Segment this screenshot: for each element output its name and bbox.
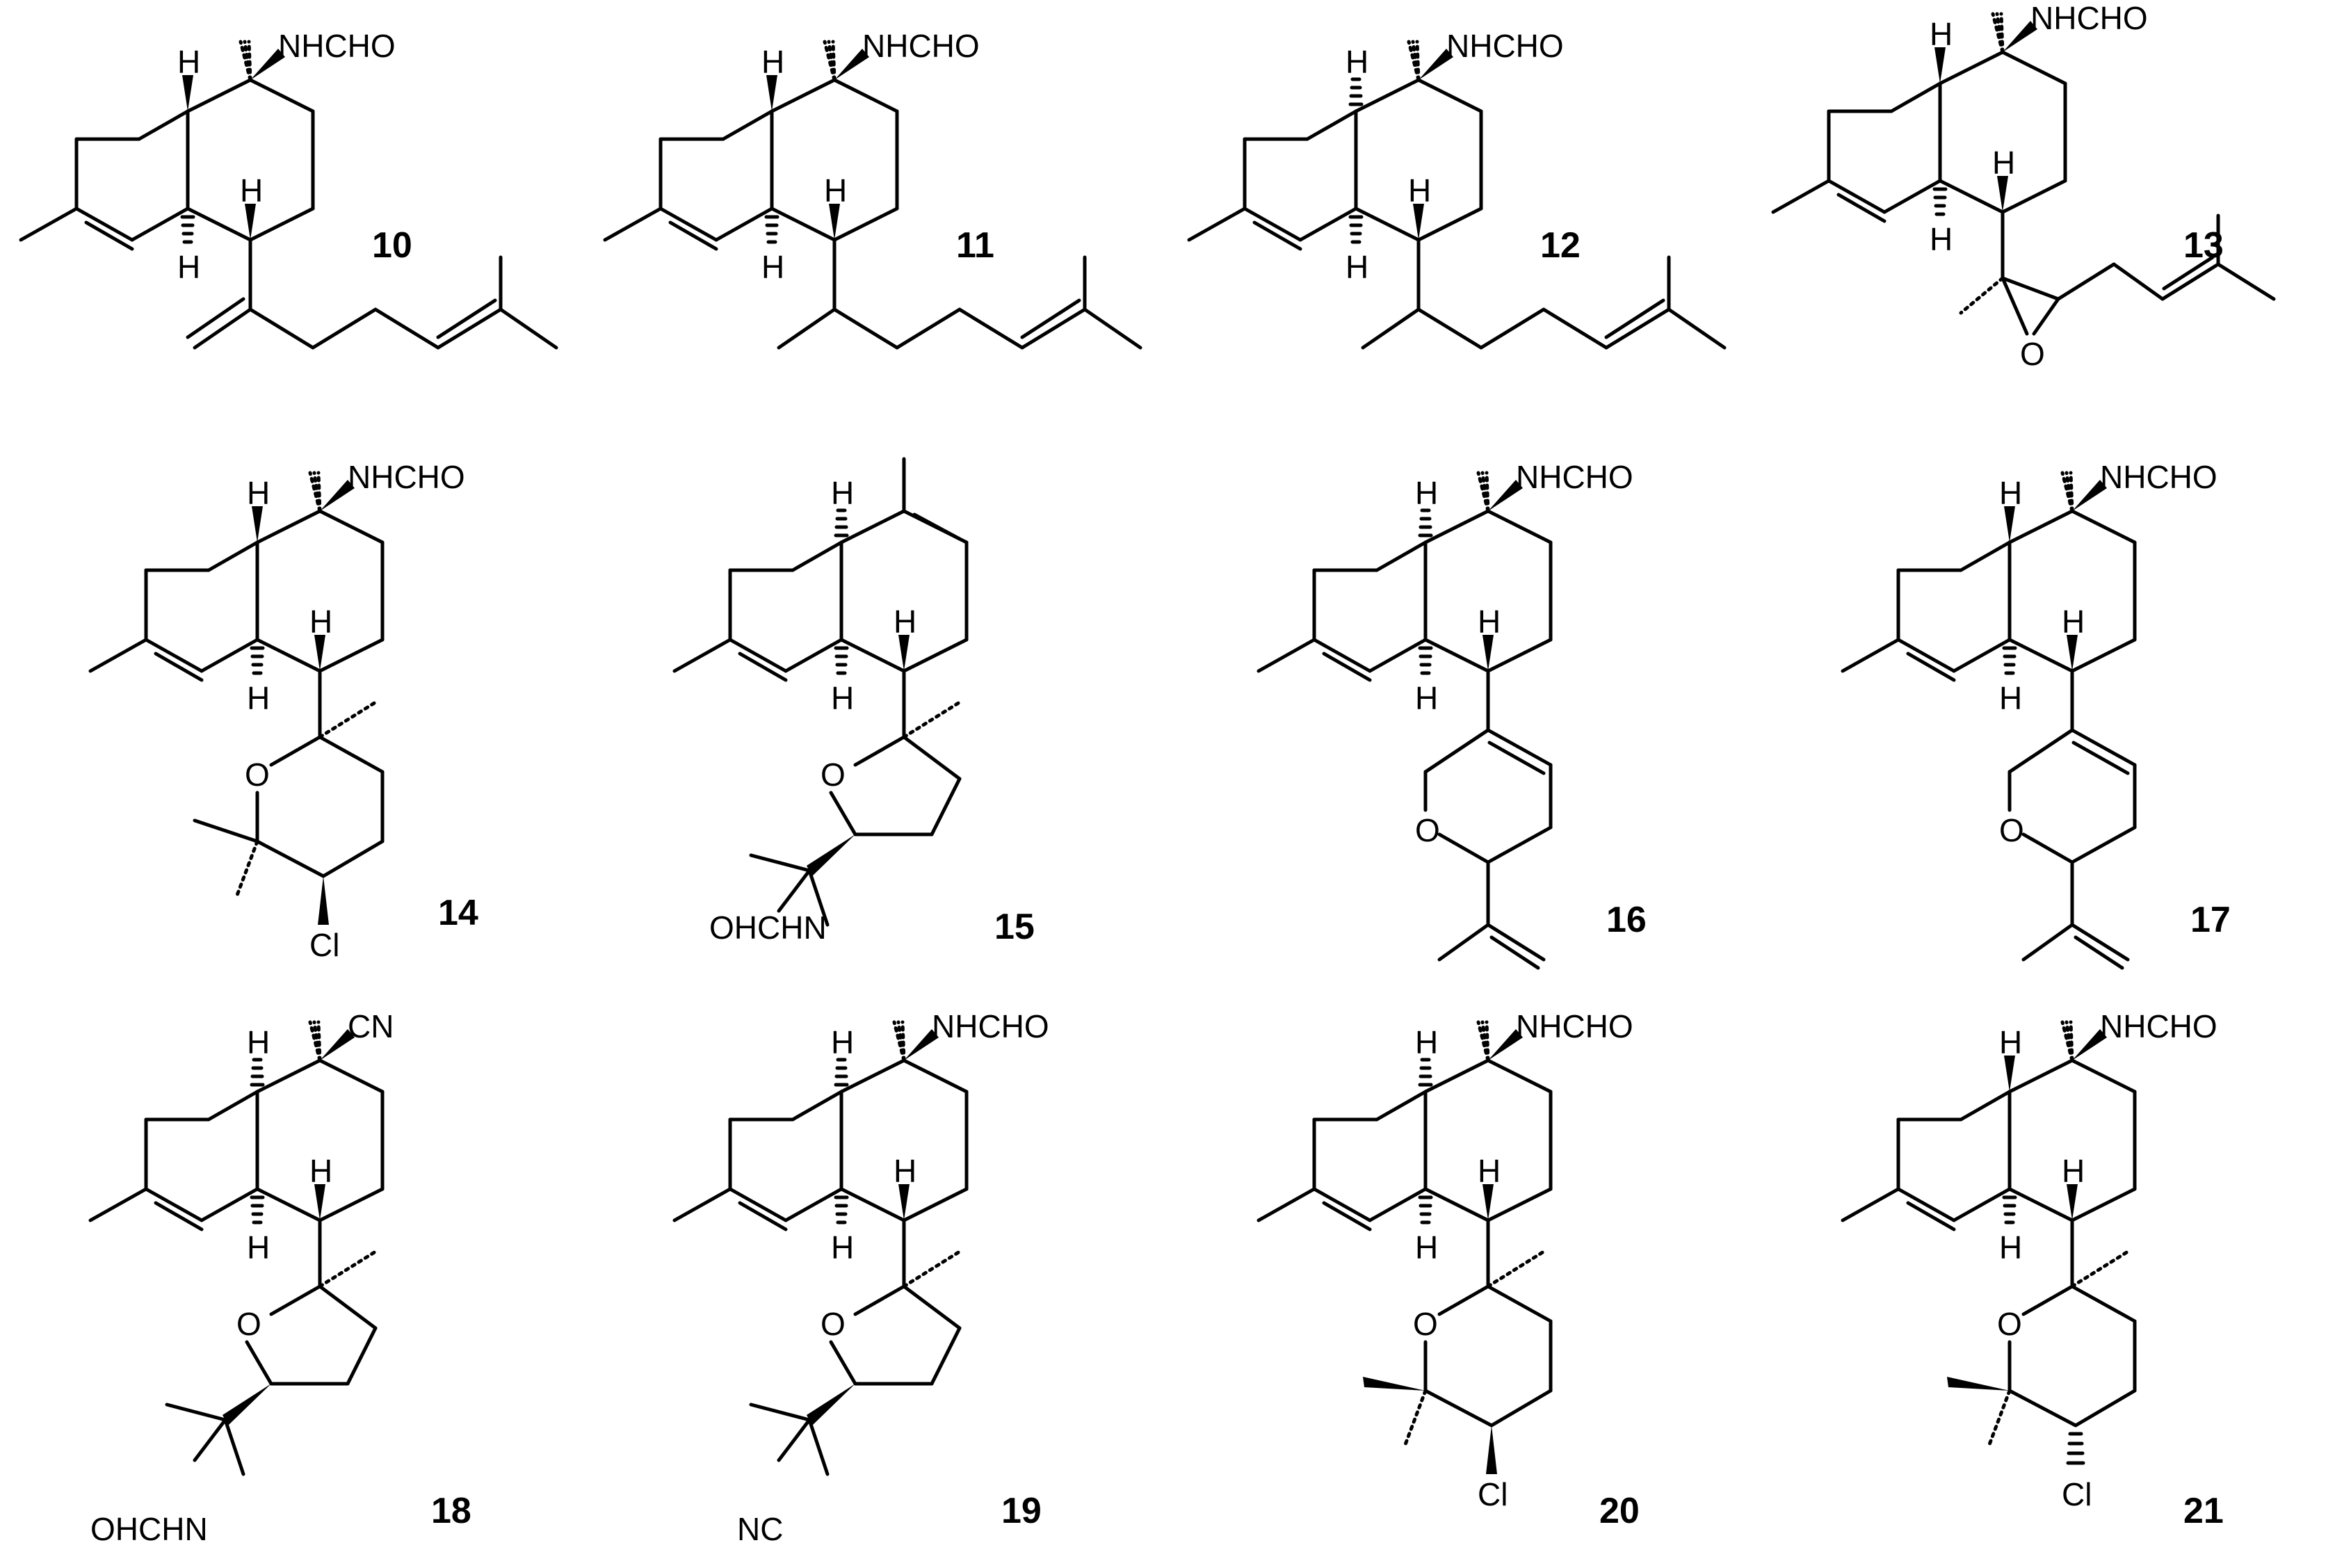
h-bottom-label: H xyxy=(1930,221,1953,257)
h-side-label: H xyxy=(1992,145,2015,181)
n-group-side-label: OHCHN xyxy=(90,1511,208,1547)
h-top-label: H xyxy=(1346,44,1368,80)
compound-label: 10 xyxy=(372,225,412,266)
h-top-label: H xyxy=(1930,16,1953,52)
n-group-label: NHCHO xyxy=(1516,1008,1633,1044)
h-top-label: H xyxy=(831,475,854,511)
compound-label: 11 xyxy=(956,225,994,266)
h-side-label: H xyxy=(240,172,263,209)
oxygen-label: O xyxy=(2020,336,2045,372)
oxygen-label: O xyxy=(1413,1306,1438,1342)
oxygen-label: O xyxy=(1999,812,2024,848)
h-side-label: H xyxy=(824,172,847,209)
n-group-label: NHCHO xyxy=(348,459,465,495)
oxygen-label: O xyxy=(1415,812,1440,848)
n-group-label: NHCHO xyxy=(862,28,980,64)
oxygen-label: O xyxy=(236,1306,261,1342)
n-group-label: NHCHO xyxy=(932,1008,1049,1044)
compound-20: NHCHO H H H O Cl 20 xyxy=(1259,1008,1640,1531)
compound-label: 20 xyxy=(1599,1491,1640,1531)
n-group-label: NHCHO xyxy=(2100,1008,2217,1044)
n-group-side-label: OHCHN xyxy=(709,910,827,946)
compound-18: CN H H H O OHCHN 18 xyxy=(90,1008,471,1547)
h-top-label: H xyxy=(247,1024,270,1060)
compound-17: NHCHO H H H O 17 xyxy=(1843,459,2231,970)
h-bottom-label: H xyxy=(177,249,200,285)
h-top-label: H xyxy=(1415,1024,1438,1060)
compound-label: 21 xyxy=(2183,1491,2224,1531)
chloro-label: Cl xyxy=(2062,1476,2092,1512)
compound-label: 18 xyxy=(431,1491,471,1531)
h-bottom-label: H xyxy=(1346,249,1368,285)
oxygen-label: O xyxy=(821,757,846,793)
compound-11: NHCHO H H H 11 xyxy=(605,28,1142,350)
compound-19: NHCHO H H H O NC 19 xyxy=(674,1008,1049,1547)
h-bottom-label: H xyxy=(831,680,854,716)
h-top-label: H xyxy=(1999,475,2022,511)
h-bottom-label: H xyxy=(1415,1229,1438,1266)
h-side-label: H xyxy=(1408,172,1431,209)
h-top-label: H xyxy=(177,44,200,80)
n-group-label: CN xyxy=(348,1008,394,1044)
h-side-label: H xyxy=(309,604,332,640)
n-group-label: NHCHO xyxy=(1516,459,1633,495)
chloro-label: Cl xyxy=(1478,1476,1508,1512)
compound-label: 15 xyxy=(994,907,1035,947)
compound-13: NHCHO H H H O 13 xyxy=(1773,0,2276,372)
compound-14: NHCHO H H H O Cl 14 xyxy=(90,459,478,963)
h-bottom-label: H xyxy=(1999,680,2022,716)
h-top-label: H xyxy=(831,1024,854,1060)
compound-label: 13 xyxy=(2183,225,2224,266)
n-group-label: NHCHO xyxy=(278,28,396,64)
compound-label: 17 xyxy=(2190,900,2231,940)
compound-10: NHCHO H H H 10 xyxy=(21,28,558,350)
compound-16: NHCHO H H H O 16 xyxy=(1259,459,1647,970)
oxygen-label: O xyxy=(245,757,270,793)
n-group-label: NHCHO xyxy=(2100,459,2217,495)
h-bottom-label: H xyxy=(1415,680,1438,716)
h-bottom-label: H xyxy=(831,1229,854,1266)
h-side-label: H xyxy=(894,1153,916,1189)
h-bottom-label: H xyxy=(1999,1229,2022,1266)
compound-12: NHCHO H H H 12 xyxy=(1189,28,1727,350)
chloro-label: Cl xyxy=(309,927,339,963)
n-group-side-label: NC xyxy=(737,1511,783,1547)
h-side-label: H xyxy=(2062,1153,2085,1189)
compound-15: H H H O OHCHN 15 xyxy=(674,457,1035,947)
n-group-label: NHCHO xyxy=(1446,28,1564,64)
compound-label: 12 xyxy=(1540,225,1581,266)
h-top-label: H xyxy=(247,475,270,511)
h-top-label: H xyxy=(761,44,784,80)
h-top-label: H xyxy=(1999,1024,2022,1060)
h-bottom-label: H xyxy=(247,1229,270,1266)
h-side-label: H xyxy=(2062,604,2085,640)
compound-label: 19 xyxy=(1001,1491,1042,1531)
compound-label: 16 xyxy=(1606,900,1647,940)
h-top-label: H xyxy=(1415,475,1438,511)
h-bottom-label: H xyxy=(247,680,270,716)
n-group-label: NHCHO xyxy=(2030,0,2148,36)
h-side-label: H xyxy=(1478,1153,1501,1189)
h-side-label: H xyxy=(894,604,916,640)
oxygen-label: O xyxy=(1997,1306,2022,1342)
h-side-label: H xyxy=(1478,604,1501,640)
compound-21: NHCHO H H H O Cl 21 xyxy=(1843,1008,2224,1531)
h-bottom-label: H xyxy=(761,249,784,285)
h-side-label: H xyxy=(309,1153,332,1189)
compound-label: 14 xyxy=(438,893,478,933)
oxygen-label: O xyxy=(821,1306,846,1342)
